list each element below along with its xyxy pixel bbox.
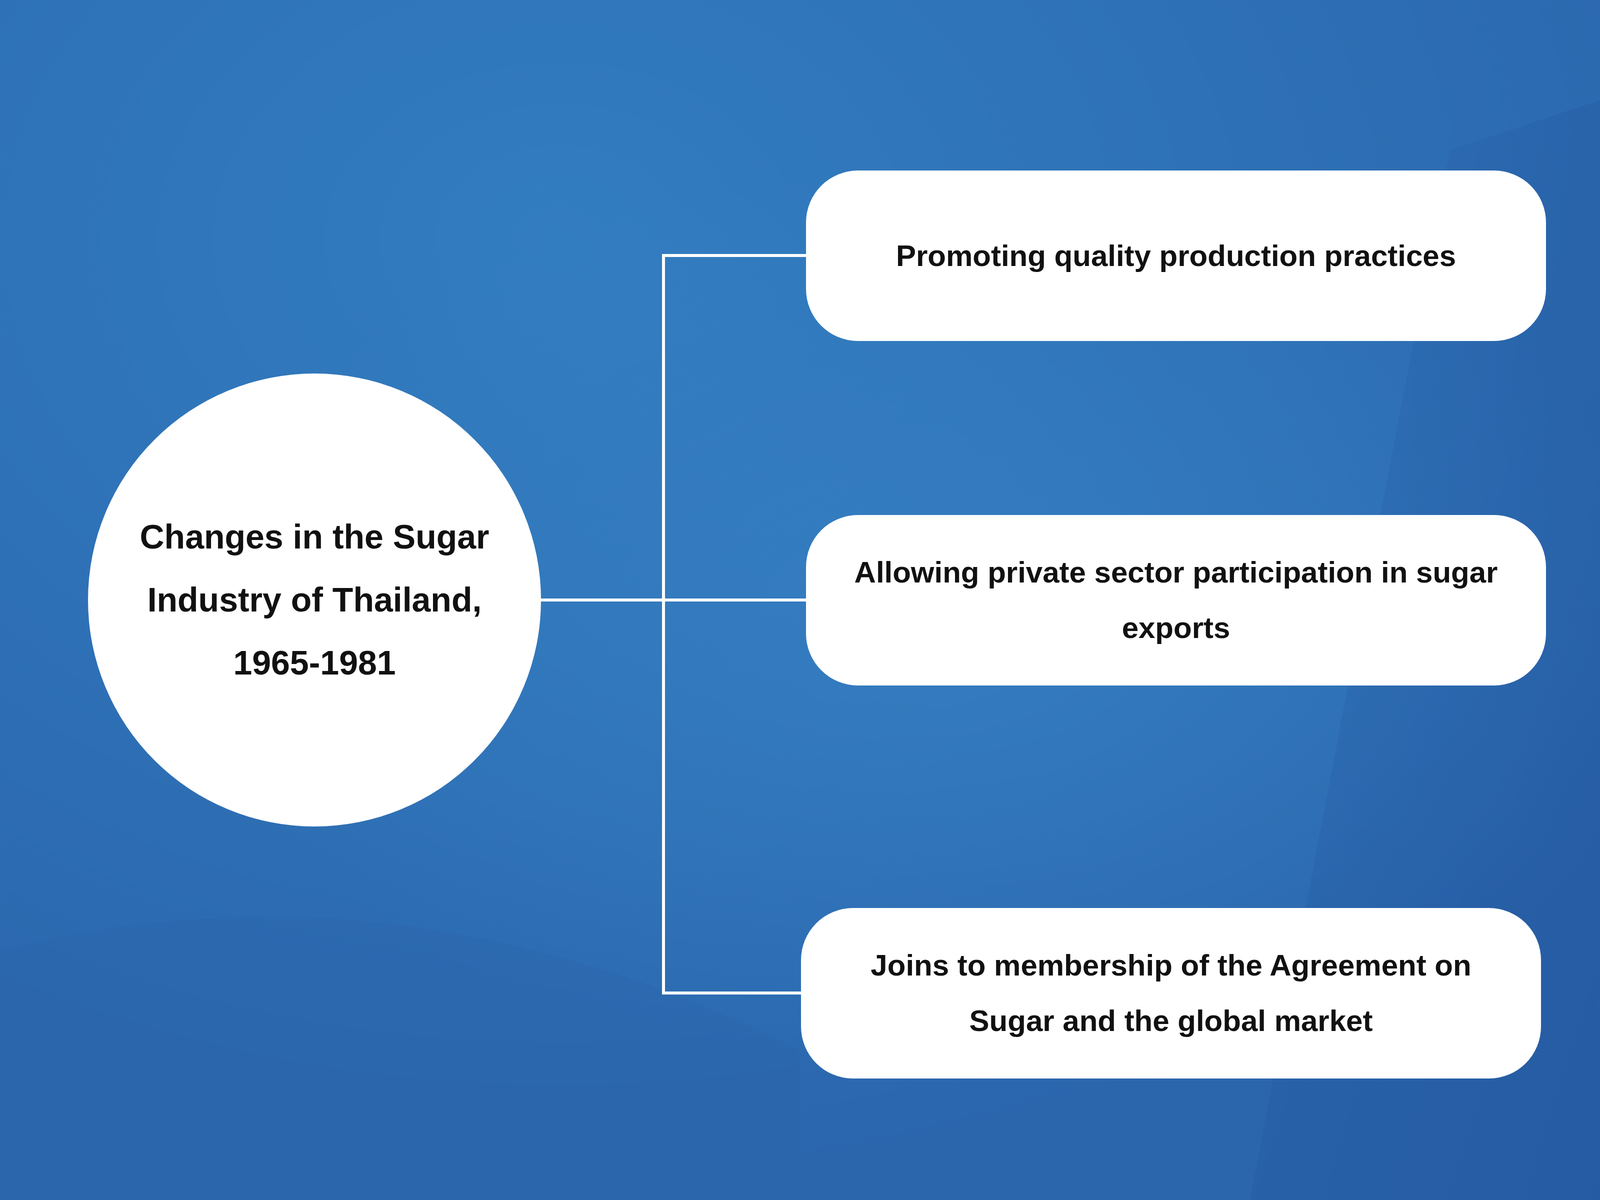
point-text: Promoting quality production practices <box>896 228 1456 284</box>
connector-line <box>541 600 801 993</box>
point-text: Joins to membership of the Agreement on … <box>836 937 1506 1049</box>
topic-title: Changes in the Sugar Industry of Thailan… <box>114 505 515 694</box>
topic-circle: Changes in the Sugar Industry of Thailan… <box>88 373 541 827</box>
point-box: Allowing private sector participation in… <box>806 515 1546 686</box>
sugar-shadow <box>0 916 800 1200</box>
point-box: Joins to membership of the Agreement on … <box>801 908 1541 1079</box>
point-text: Allowing private sector participation in… <box>841 544 1511 656</box>
point-box: Promoting quality production practices <box>806 170 1546 341</box>
connector-line <box>541 255 806 600</box>
